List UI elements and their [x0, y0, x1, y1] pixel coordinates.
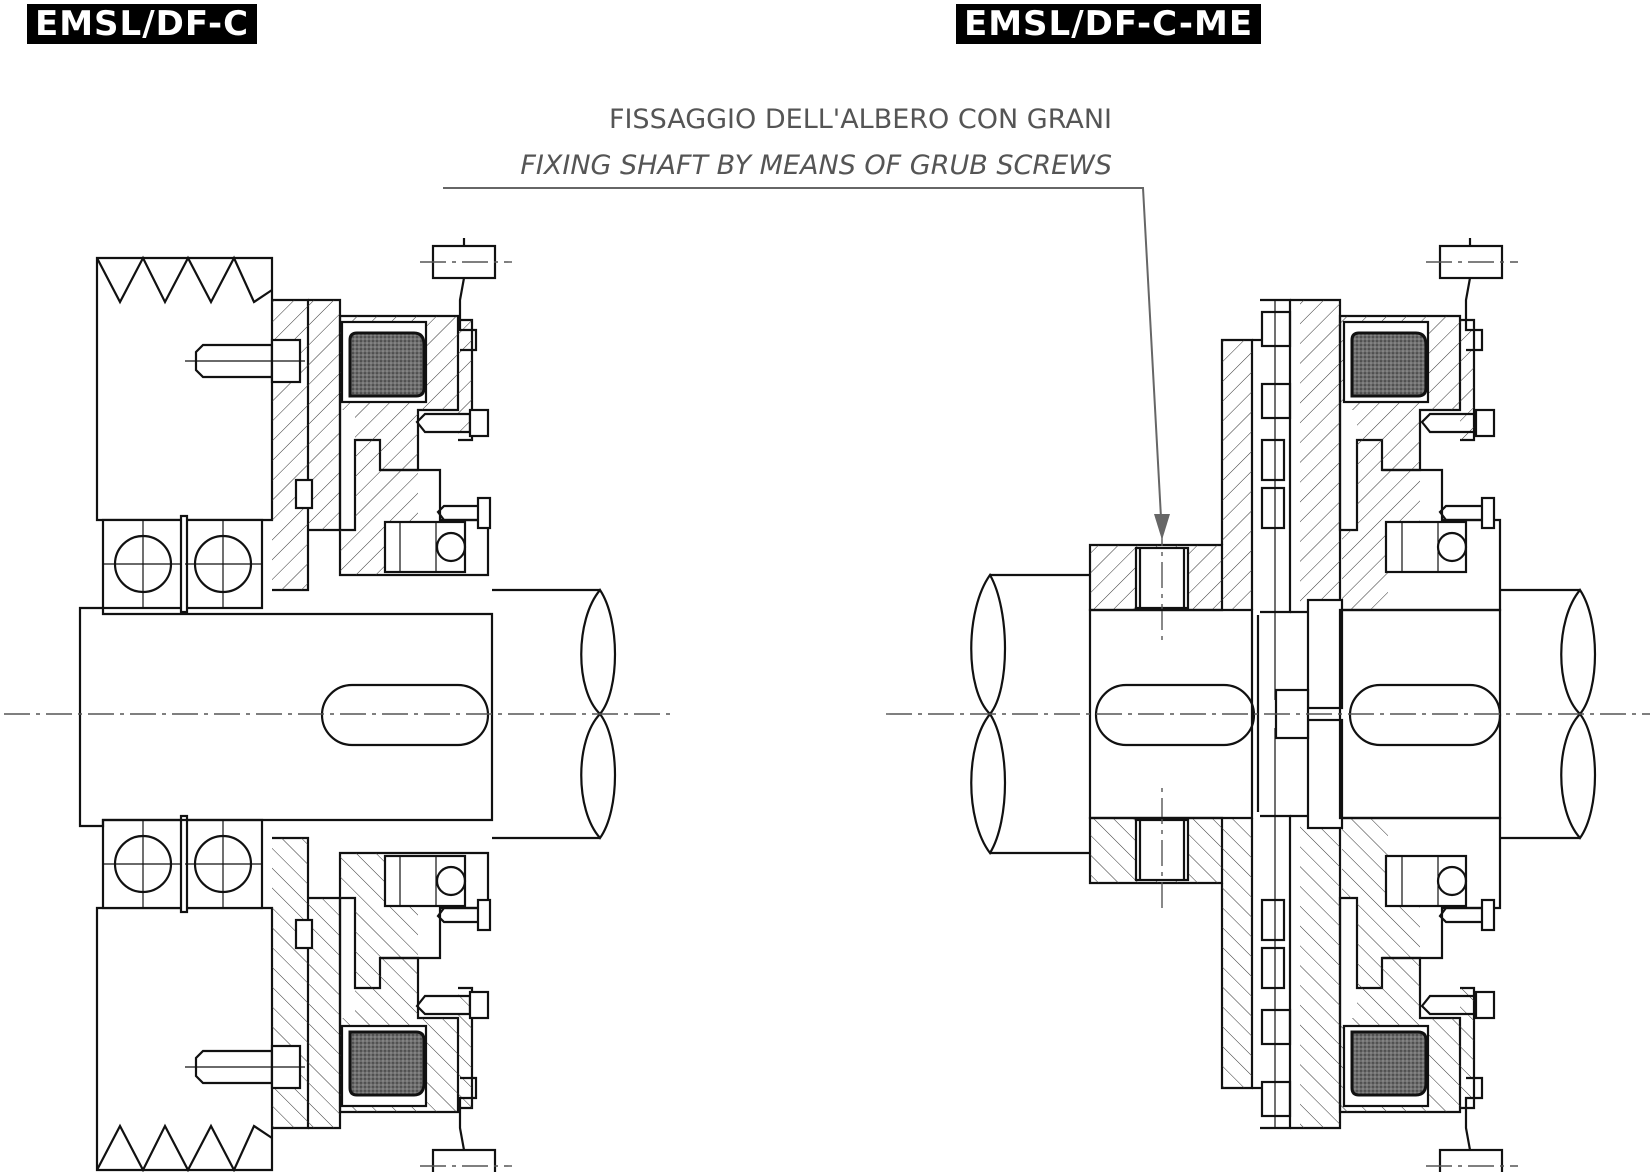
annotation-leader	[443, 187, 1170, 540]
annotation-english: FIXING SHAFT BY MEANS OF GRUB SCREWS	[520, 150, 1112, 181]
model-label-right: EMSL/DF-C-ME	[956, 4, 1262, 44]
annotation-italian: FISSAGGIO DELL'ALBERO CON GRANI	[608, 104, 1112, 135]
clutch-left-assembly	[4, 236, 676, 1172]
model-label-left: EMSL/DF-C	[27, 4, 258, 44]
clutch-right-assembly	[886, 236, 1650, 1172]
